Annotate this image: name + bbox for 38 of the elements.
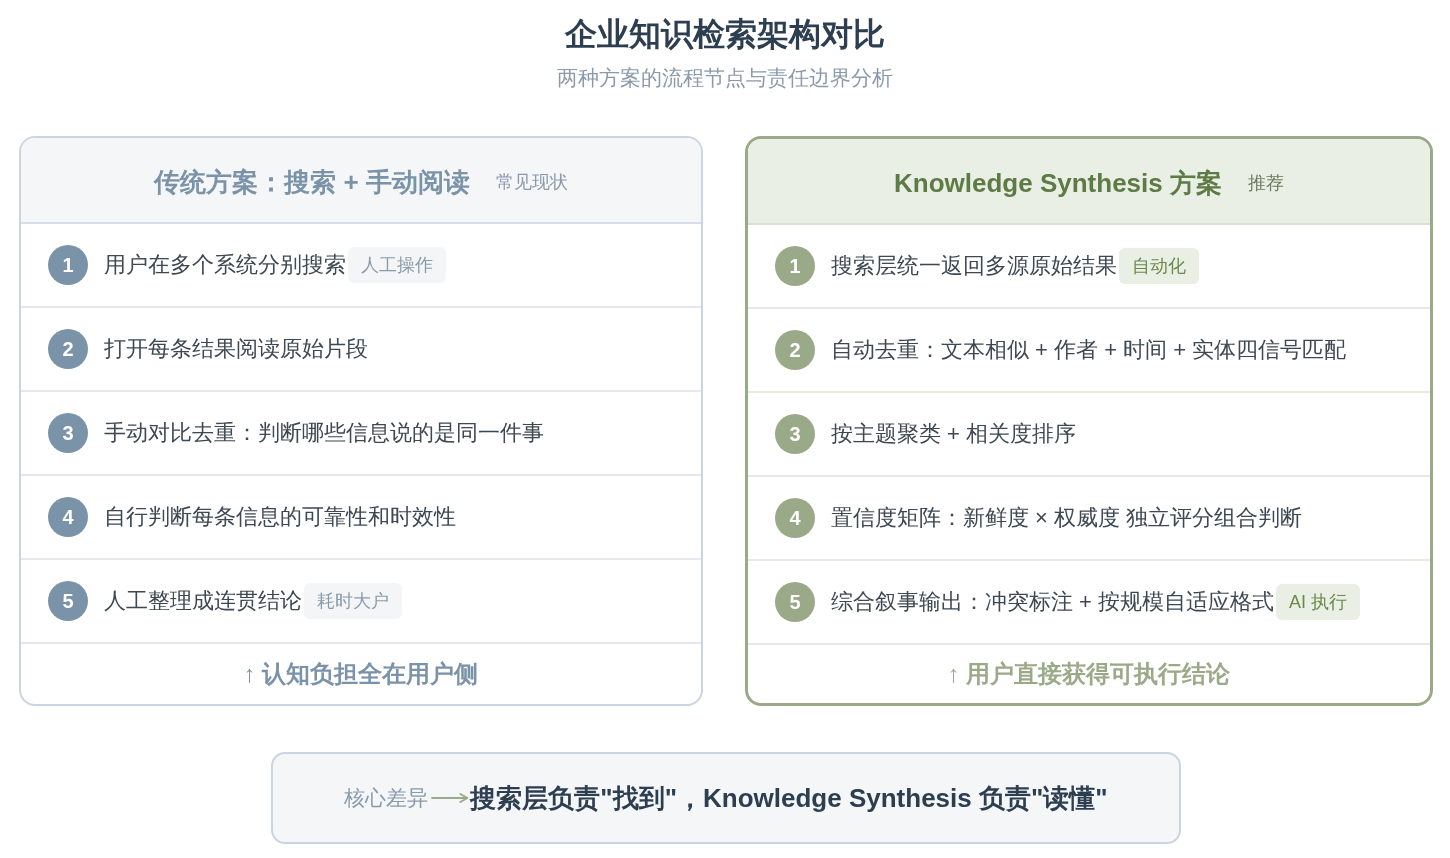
page-subtitle: 两种方案的流程节点与责任边界分析 — [557, 65, 893, 91]
step-text: 用户在多个系统分别搜索 — [104, 251, 346, 279]
arrow — [430, 793, 469, 803]
footer-note: ↑ 用户直接获得可执行结论 — [947, 659, 1231, 689]
step-number: 1 — [775, 246, 815, 286]
step-number: 2 — [775, 330, 815, 370]
step-number: 2 — [48, 329, 88, 369]
step-text: 打开每条结果阅读原始片段 — [104, 335, 368, 363]
panel-title: 传统方案：搜索 + 手动阅读 — [154, 165, 470, 199]
footer-note: ↑ 认知负担全在用户侧 — [243, 659, 479, 689]
status-tag: 常见现状 — [495, 170, 568, 194]
summary-label: 核心差异 — [344, 784, 429, 812]
status-tag: 推荐 — [1247, 171, 1284, 195]
step-text: 人工整理成连贯结论 — [104, 587, 302, 615]
step-text: 按主题聚类 + 相关度排序 — [831, 420, 1077, 448]
step-text: 自行判断每条信息的可靠性和时效性 — [104, 503, 456, 531]
step-text: 置信度矩阵：新鲜度 × 权威度 独立评分组合判断 — [831, 504, 1303, 532]
step-tag: 耗时大户 — [304, 583, 402, 619]
summary-statement: 搜索层负责"找到"，Knowledge Synthesis 负责"读懂" — [470, 780, 1108, 816]
step-number: 5 — [775, 582, 815, 622]
comparison-panel — [745, 136, 1433, 706]
step-number: 3 — [775, 414, 815, 454]
step-number: 3 — [48, 413, 88, 453]
comparison-panel — [19, 136, 703, 706]
step-number: 4 — [48, 497, 88, 537]
step-tag: 自动化 — [1119, 248, 1199, 284]
step-tag: AI 执行 — [1276, 584, 1361, 620]
step-number: 5 — [48, 581, 88, 621]
step-text: 手动对比去重：判断哪些信息说的是同一件事 — [104, 419, 544, 447]
step-tag: 人工操作 — [348, 247, 446, 283]
page-title: 企业知识检索架构对比 — [565, 15, 885, 54]
step-number: 4 — [775, 498, 815, 538]
step-text: 自动去重：文本相似 + 作者 + 时间 + 实体四信号匹配 — [831, 336, 1347, 364]
step-text: 搜索层统一返回多源原始结果 — [831, 252, 1117, 280]
step-text: 综合叙事输出：冲突标注 + 按规模自适应格式 — [831, 588, 1275, 616]
panel-title: Knowledge Synthesis 方案 — [894, 166, 1222, 200]
summary-box — [271, 752, 1181, 844]
step-number: 1 — [48, 245, 88, 285]
